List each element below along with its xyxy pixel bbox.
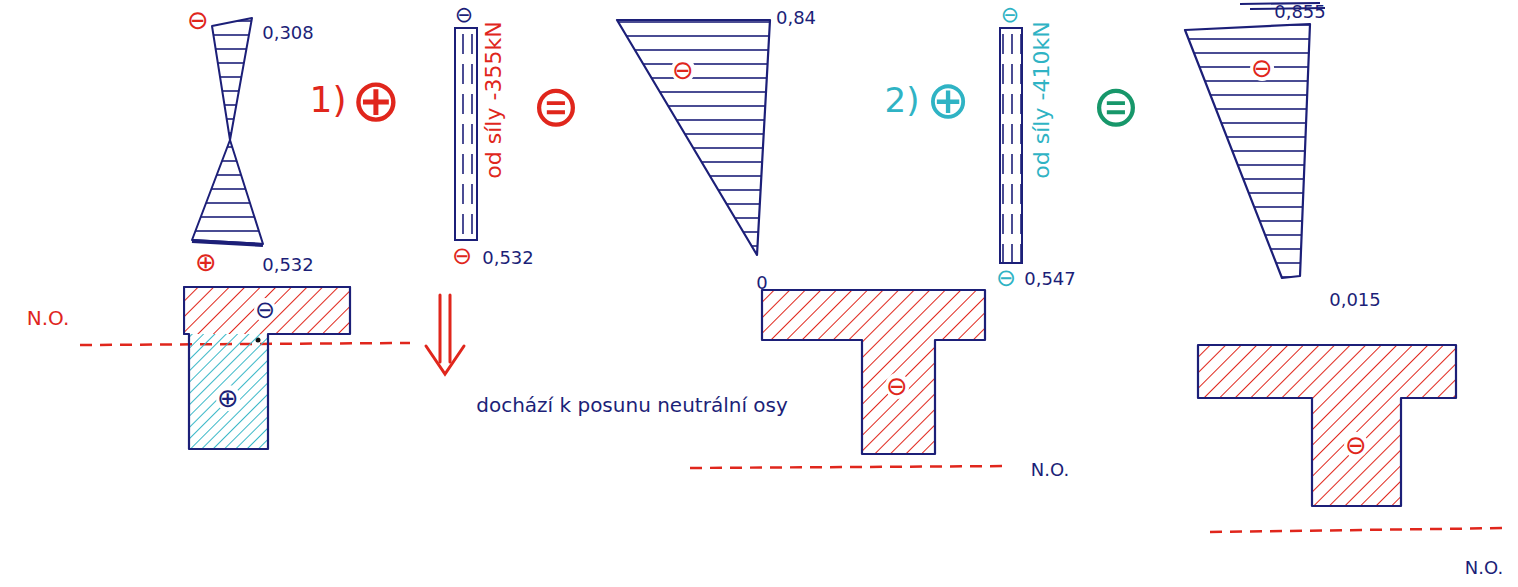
stress-triangle: ⊖ <box>615 15 775 260</box>
axis-label: N.O. <box>1465 559 1503 577</box>
load-note: od síly -355kN <box>483 21 505 178</box>
axis-label: N.O. <box>27 308 70 328</box>
stress-value: 0,015 <box>1329 291 1381 309</box>
sign-symbol: ⊖ <box>1250 55 1274 81</box>
stress-value: 0,855 <box>1274 3 1326 21</box>
implication-arrow <box>426 295 464 374</box>
t-section: ⊖ <box>1196 343 1460 509</box>
stress-bar <box>455 28 477 240</box>
sign-symbol: ⊖ <box>1001 4 1019 26</box>
sign-symbol: ⊖ <box>671 57 695 83</box>
step-number: 1) <box>310 82 347 118</box>
t-section: ⊖ <box>760 288 988 458</box>
hatch-fill <box>762 290 985 454</box>
sign-symbol: ⊖ <box>1344 432 1368 458</box>
operator-symbol: ⊕ <box>926 74 970 126</box>
sign-symbol: ⊖ <box>996 266 1016 290</box>
sign-symbol: ⊖ <box>452 244 472 268</box>
step-number: 2) <box>885 83 920 117</box>
shape-border <box>617 20 770 255</box>
shape-border <box>762 290 985 454</box>
sign-symbol: ⊖ <box>254 298 276 322</box>
explanation-note: dochází k posunu neutrální osy <box>476 395 788 415</box>
shape-outline <box>1196 343 1460 509</box>
stress-bar <box>1000 28 1022 263</box>
stress-triangle: ⊖ <box>1182 18 1317 283</box>
operator-symbol: ⊕ <box>351 70 401 130</box>
shape-outline <box>760 288 988 458</box>
t-section: ⊖⊕ <box>183 286 353 452</box>
sign-symbol: ⊕ <box>216 385 240 411</box>
shape-border <box>1185 24 1310 278</box>
sign-symbol: ⊖ <box>187 7 209 33</box>
stress-diagram <box>192 18 263 245</box>
shape-border <box>184 287 350 449</box>
sign-symbol: ⊕ <box>195 249 217 275</box>
hatch-fill <box>184 287 350 334</box>
shape-border <box>1198 345 1456 506</box>
neutral-axis <box>690 466 1010 468</box>
shape-outline <box>1182 18 1317 283</box>
neutral-axis <box>1210 528 1510 532</box>
stress-value: 0,532 <box>482 249 534 267</box>
stress-value: 0,308 <box>262 24 314 42</box>
shape-outline <box>615 15 775 260</box>
operator-symbol: ⊜ <box>1092 77 1141 135</box>
hatch-fill <box>1185 24 1310 278</box>
operator-symbol: ⊜ <box>532 77 581 135</box>
sign-symbol: ⊖ <box>885 373 909 399</box>
axis-label: N.O. <box>1031 461 1069 479</box>
stress-value: 0,547 <box>1024 270 1076 288</box>
stress-value: 0,532 <box>262 256 314 274</box>
stress-value: 0,84 <box>776 9 816 27</box>
load-note: od síly -410kN <box>1031 21 1053 178</box>
hatch-fill <box>617 20 770 255</box>
hatch-fill <box>189 334 268 449</box>
hatch-fill <box>1198 345 1456 506</box>
sign-symbol: ⊖ <box>455 4 473 26</box>
